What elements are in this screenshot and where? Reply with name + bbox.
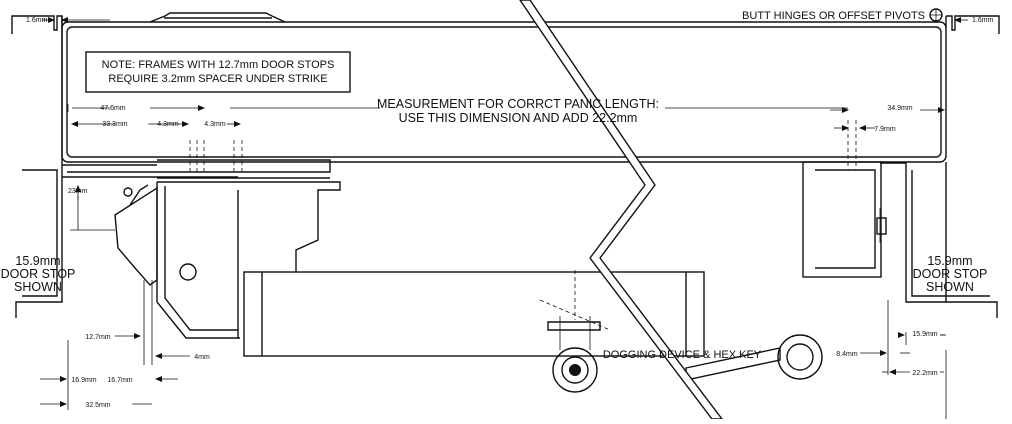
dim-4: 4mm <box>194 354 210 361</box>
dim-22-2: 22.2mm <box>912 370 937 377</box>
dim-33-3: 33.3mm <box>102 121 127 128</box>
dim-47-6: 47.6mm <box>100 105 125 112</box>
dogging-label: DOGGING DEVICE & HEX KEY <box>603 349 762 361</box>
right-stop-title: DOOR STOP <box>913 267 988 281</box>
dim-1-6-left: 1.6mm <box>26 17 48 24</box>
right-door-stop-label: 15.9mm DOOR STOP SHOWN <box>913 254 988 294</box>
dogging-device <box>539 270 823 393</box>
dim-4-3-b: 4.3mm <box>204 121 226 128</box>
dim-8-4: 8.4mm <box>836 351 858 358</box>
measurement-line-1: MEASUREMENT FOR CORRCT PANIC LENGTH: <box>377 97 659 111</box>
dim-16-9: 16.9mm <box>71 377 96 384</box>
dim-23: 23mm <box>68 188 88 195</box>
dim-12-7: 12.7mm <box>85 334 110 341</box>
dimension-lines <box>40 17 968 419</box>
left-door-stop-label: 15.9mm DOOR STOP SHOWN <box>1 254 76 294</box>
dim-16-7: 16.7mm <box>107 377 132 384</box>
dim-34-9: 34.9mm <box>887 105 912 112</box>
left-stop-title: DOOR STOP <box>1 267 76 281</box>
dim-7-9: 7.9mm <box>874 126 896 133</box>
dim-4-3-a: 4.3mm <box>157 121 179 128</box>
measurement-line-2: USE THIS DIMENSION AND ADD 22.2mm <box>399 111 638 125</box>
note-line-1: NOTE: FRAMES WITH 12.7mm DOOR STOPS <box>102 59 335 71</box>
crosshair-icon <box>929 8 943 22</box>
door-frame-header <box>11 12 1000 318</box>
dim-15-9: 15.9mm <box>912 331 937 338</box>
panic-device <box>114 120 887 357</box>
note-line-2: REQUIRE 3.2mm SPACER UNDER STRIKE <box>108 73 327 85</box>
left-stop-shown: SHOWN <box>14 280 62 294</box>
right-stop-size: 15.9mm <box>927 254 972 268</box>
dimension-values: 1.6mm 1.6mm 47.6mm 33.3mm 4.3mm 4.3mm 34… <box>26 17 994 409</box>
right-stop-shown: SHOWN <box>926 280 974 294</box>
note-box: NOTE: FRAMES WITH 12.7mm DOOR STOPS REQU… <box>85 51 351 93</box>
left-stop-size: 15.9mm <box>15 254 60 268</box>
pivots-label: BUTT HINGES OR OFFSET PIVOTS <box>742 10 925 22</box>
dim-32-5: 32.5mm <box>85 402 110 409</box>
dim-1-6-right: 1.6mm <box>972 17 994 24</box>
